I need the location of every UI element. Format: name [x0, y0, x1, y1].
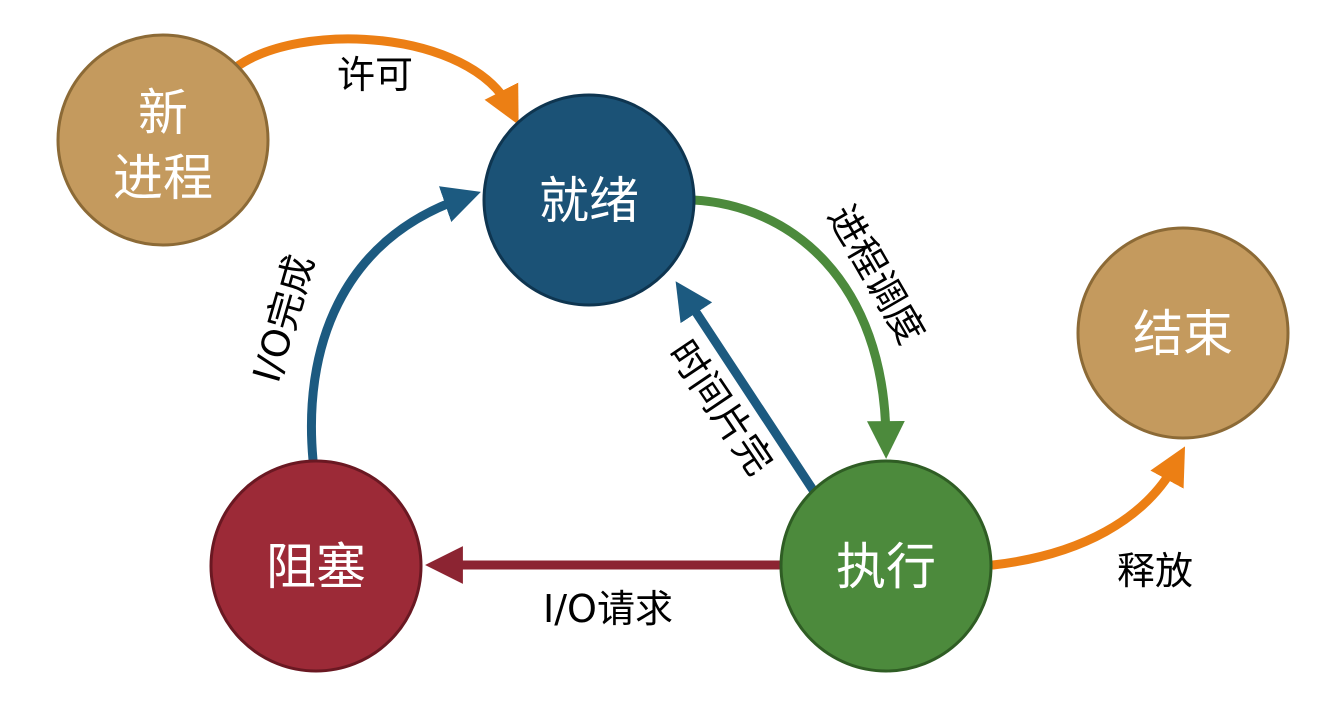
node-new-process: 新 进程 [56, 33, 270, 247]
node-ready-circle [482, 93, 696, 307]
arrow-io-done [306, 186, 481, 465]
node-ready: 就绪 [482, 93, 696, 307]
edge-label-io-request-suffix: 请求 [597, 587, 673, 631]
edge-label-io-request: I/O请求 [543, 587, 673, 631]
arrow-dispatch [688, 195, 905, 459]
node-blocked: 阻塞 [209, 459, 423, 673]
node-blocked-label: 阻塞 [266, 538, 366, 596]
node-running-circle [779, 459, 993, 673]
arrow-timeout [675, 281, 818, 495]
node-running-label: 执行 [836, 538, 936, 596]
node-new-process-circle [56, 33, 270, 247]
node-done-label: 结束 [1133, 305, 1233, 363]
arrow-admit [230, 34, 519, 125]
edge-label-io-done: I/O完成 [244, 250, 322, 387]
node-ready-label: 就绪 [539, 172, 639, 230]
edge-label-io-request-prefix: I/O [543, 587, 597, 631]
node-done: 结束 [1076, 226, 1290, 440]
node-done-circle [1076, 226, 1290, 440]
edge-label-io-done-suffix: 完成 [259, 250, 322, 335]
edge-label-admit: 许可 [337, 53, 413, 97]
node-blocked-circle [209, 459, 423, 673]
node-running: 执行 [779, 459, 993, 673]
node-new-process-label-line2: 进程 [113, 149, 213, 207]
edge-label-release: 释放 [1117, 549, 1193, 593]
arrow-release [988, 446, 1186, 570]
node-new-process-label-line1: 新 [138, 84, 188, 142]
